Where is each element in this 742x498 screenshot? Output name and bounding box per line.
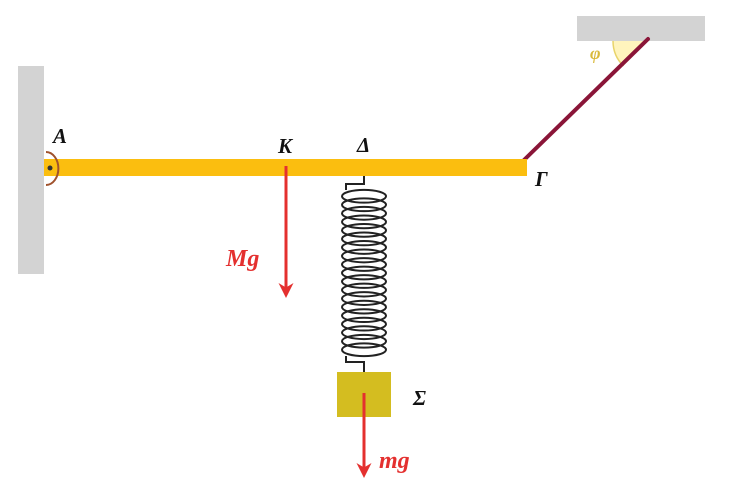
rope xyxy=(522,37,650,162)
label-phi: φ xyxy=(590,43,601,63)
label-Gamma: Γ xyxy=(534,167,548,191)
hinge-arc xyxy=(45,151,60,186)
label-Delta: Δ xyxy=(356,133,370,157)
ceiling-support xyxy=(577,16,705,41)
label-Mg: Mg xyxy=(225,246,259,272)
hinge-pin xyxy=(47,165,53,171)
left-wall xyxy=(18,66,44,274)
label-K: K xyxy=(277,134,294,158)
label-mg: mg xyxy=(379,448,410,474)
label-Sigma: Σ xyxy=(412,386,426,410)
label-A: A xyxy=(51,124,67,148)
spring xyxy=(341,176,387,372)
